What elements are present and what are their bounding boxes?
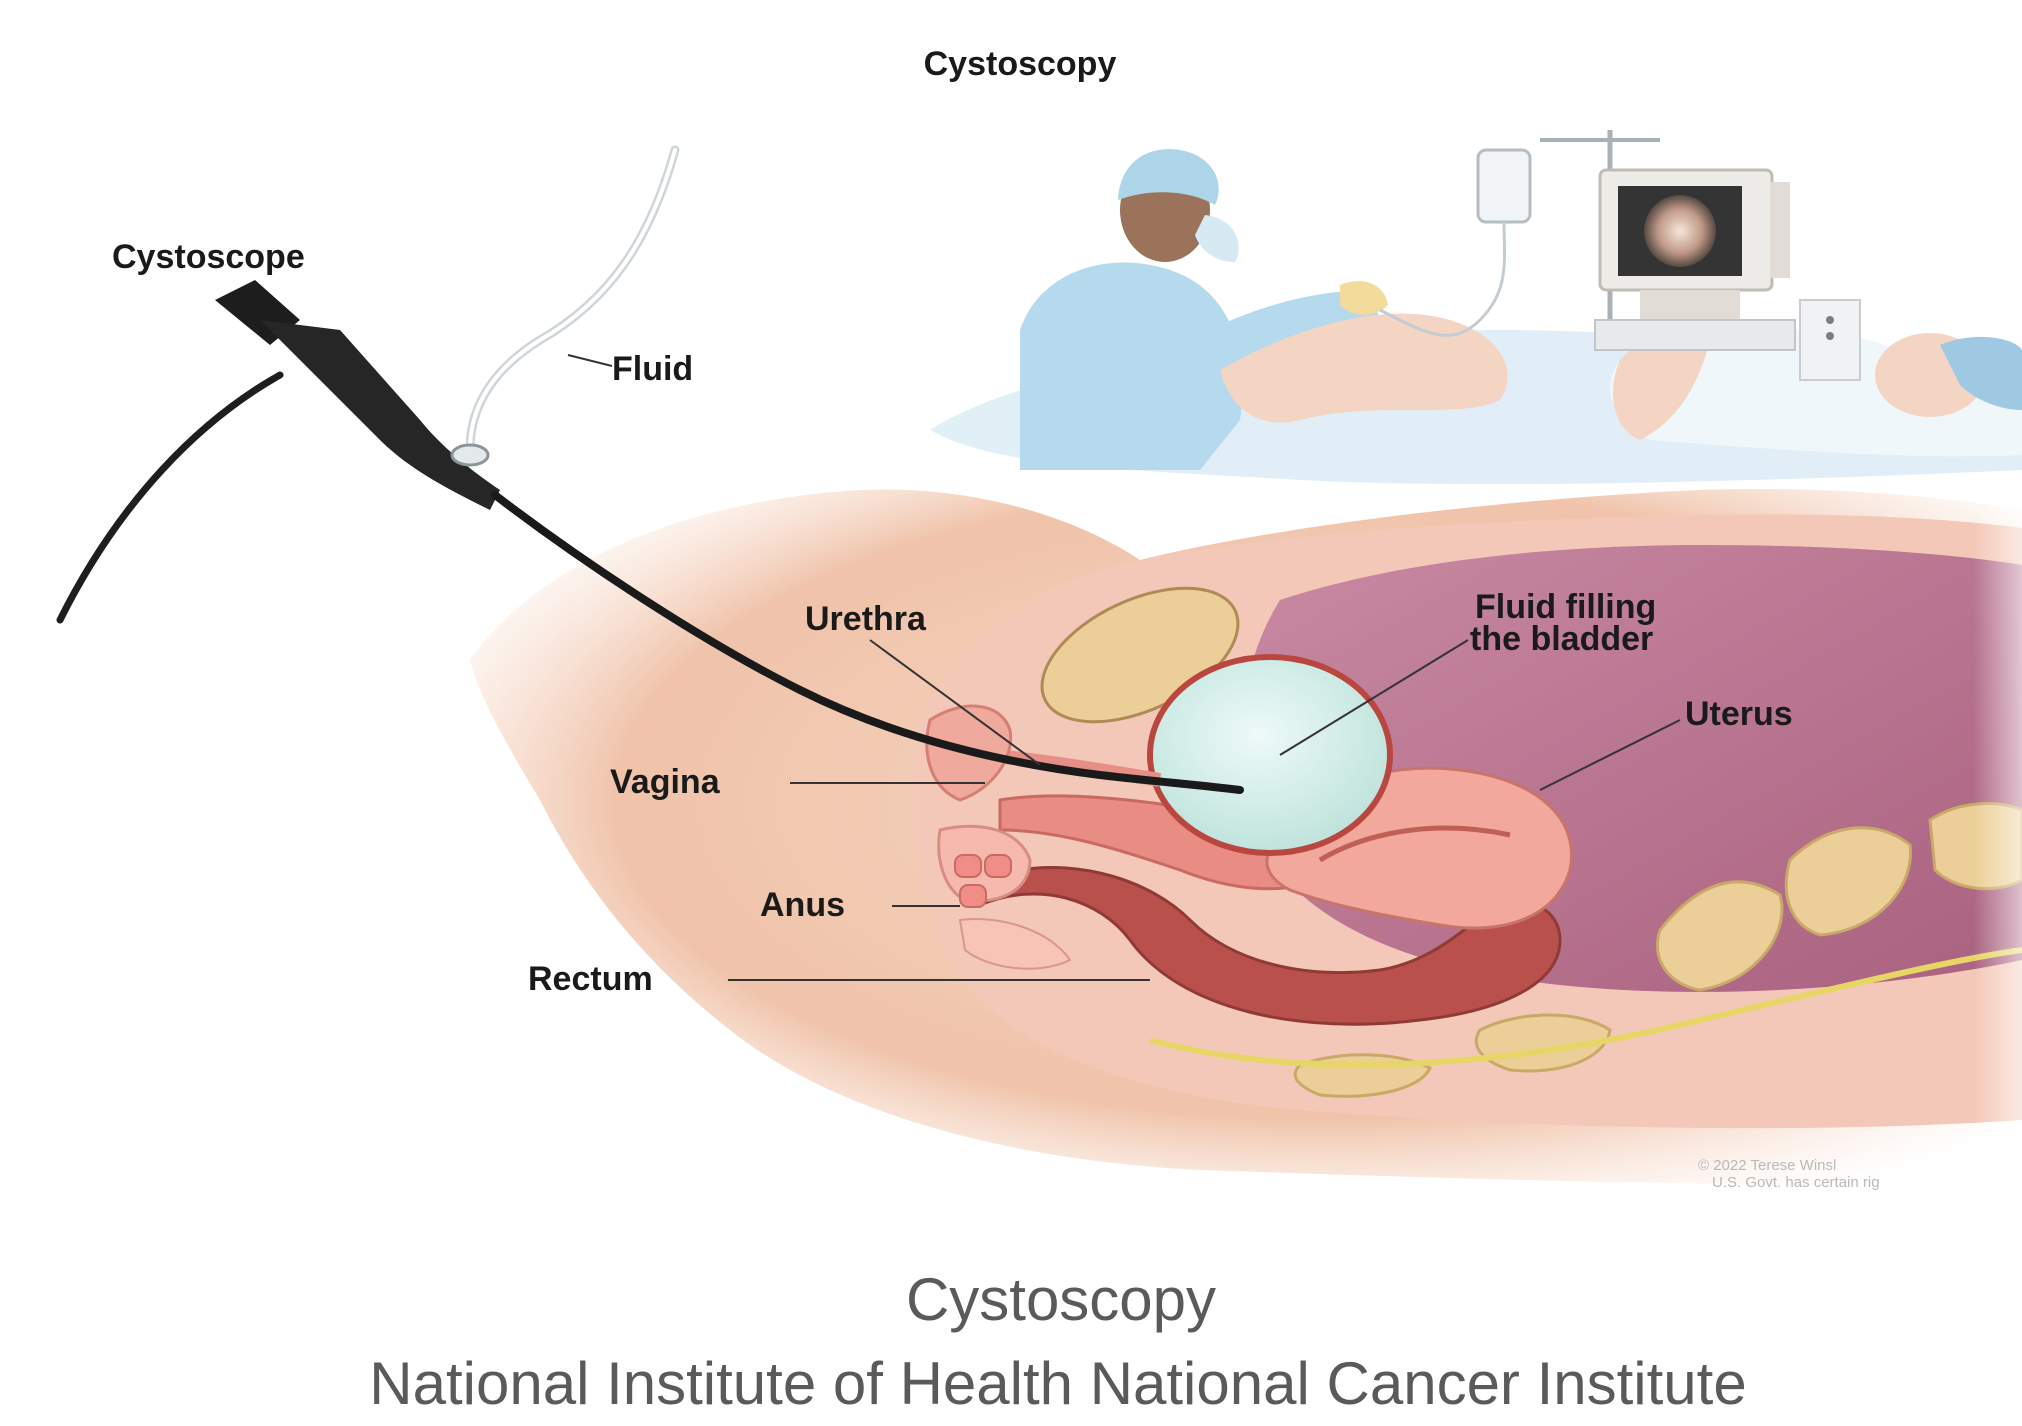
doctor-body — [1020, 263, 1242, 471]
copyright-line1: © 2022 Terese Winsl — [1698, 1157, 1836, 1174]
bladder — [1150, 657, 1390, 853]
cystoscopy-illustration: Cystoscopy Cystoscope Fluid Urethra Flui… — [0, 0, 2022, 1250]
monitor-bladder-image — [1644, 195, 1716, 267]
anatomy-cross-section — [470, 480, 2022, 1200]
figure-caption: Cystoscopy National Institute of Health … — [0, 1258, 2022, 1426]
caption-source: National Institute of Health National Ca… — [0, 1342, 2022, 1426]
video-monitor — [1600, 170, 1790, 320]
leader-fluid — [568, 355, 612, 366]
label-anus: Anus — [760, 886, 845, 924]
iv-bag — [1478, 150, 1530, 222]
procedure-scene — [930, 130, 2022, 484]
label-vagina: Vagina — [610, 763, 721, 801]
edge-fade — [1780, 480, 2022, 1200]
fluid-tube — [470, 150, 675, 450]
light-cable — [60, 375, 280, 620]
copyright-line2: U.S. Govt. has certain rig — [1712, 1174, 1880, 1191]
scope-handle — [260, 320, 500, 510]
figure-title: Cystoscopy — [924, 45, 1117, 83]
label-fluid: Fluid — [612, 350, 693, 388]
label-urethra: Urethra — [805, 600, 927, 638]
caption-title: Cystoscopy — [0, 1258, 2022, 1342]
label-uterus: Uterus — [1685, 695, 1793, 733]
surgical-mask — [1195, 215, 1239, 262]
label-rectum: Rectum — [528, 960, 653, 998]
label-cystoscope: Cystoscope — [112, 238, 305, 276]
label-fluid-filling-line2: the bladder — [1470, 620, 1653, 658]
